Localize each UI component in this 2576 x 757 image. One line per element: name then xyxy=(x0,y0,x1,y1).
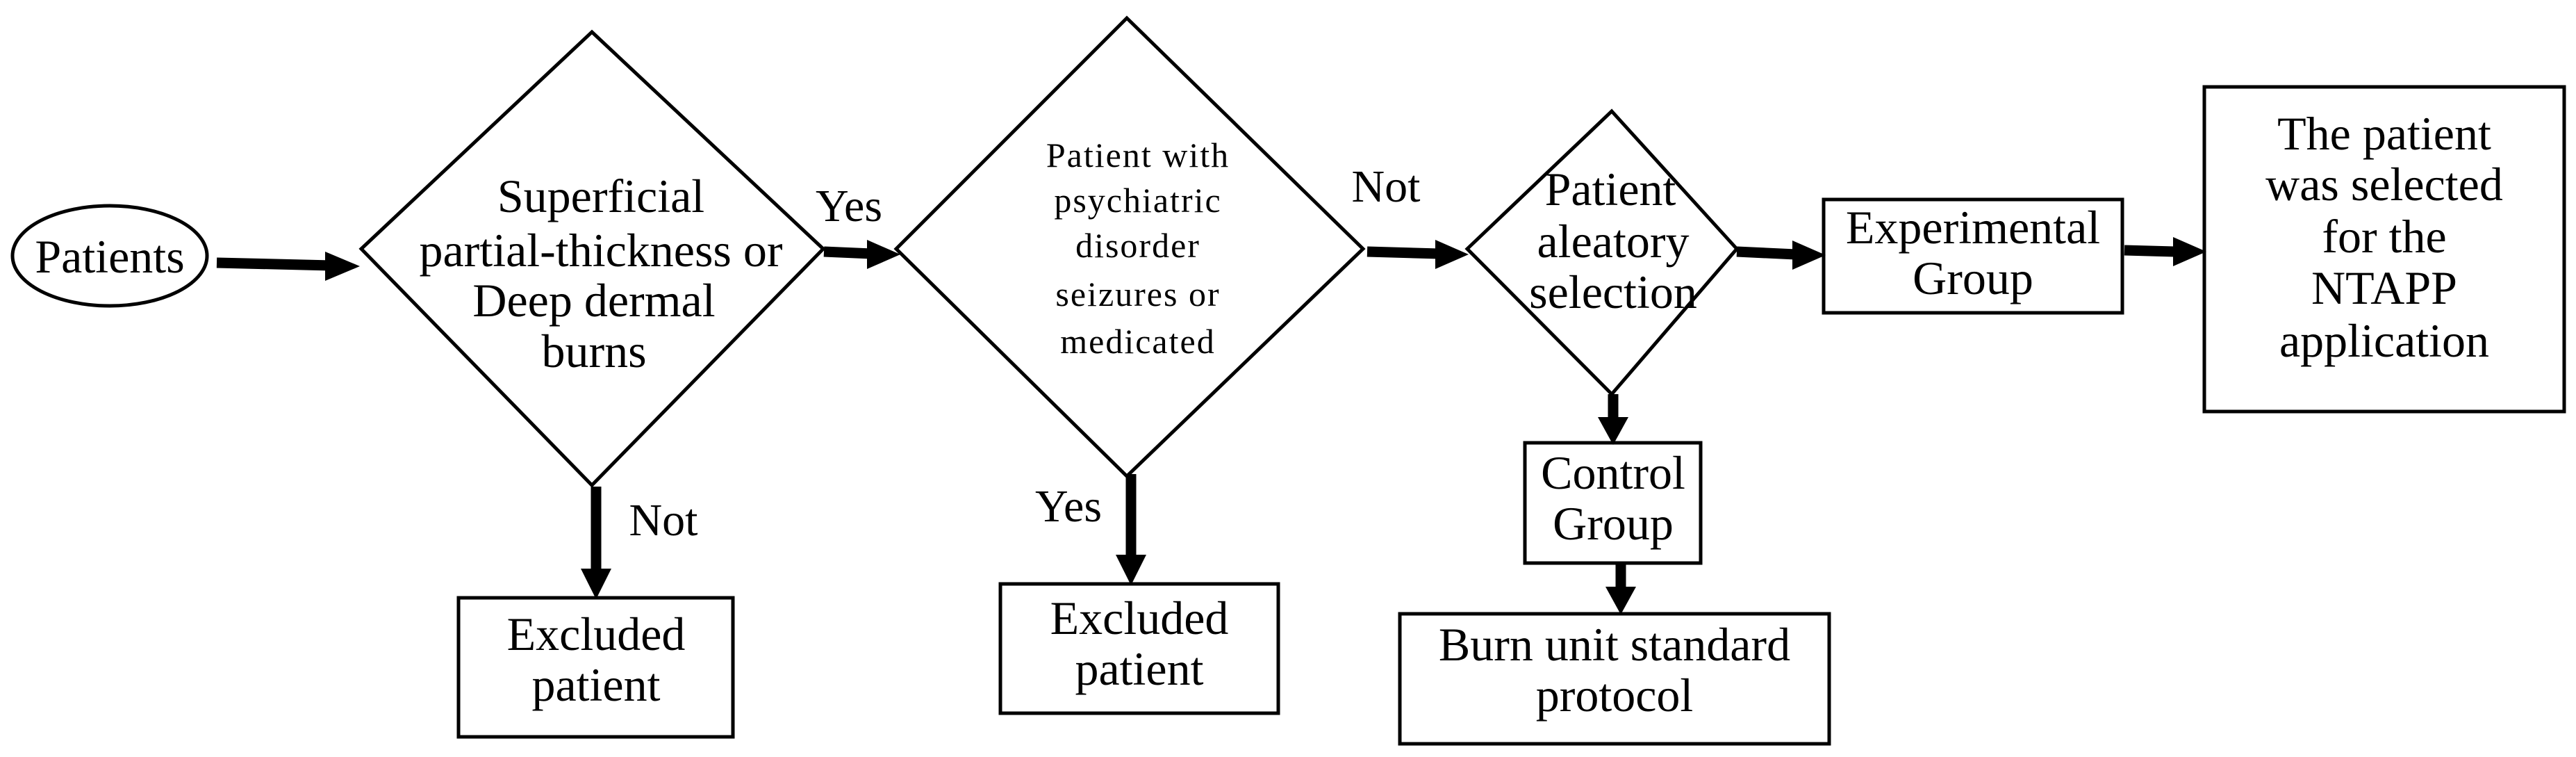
arrow-random-to-experimental xyxy=(1736,241,1826,270)
edge-label-psychiatric-yes: Yes xyxy=(1035,481,1102,532)
experimental-group-line-1: Experimental xyxy=(1846,201,2100,254)
excluded-patient-2-box xyxy=(998,582,1280,715)
arrow-control-to-protocol xyxy=(1605,563,1636,614)
ntapp-selected-box xyxy=(2202,85,2566,414)
ntapp-selected-label: The patient was selected for the NTAPP a… xyxy=(2265,107,2503,367)
excluded-patient-1-box xyxy=(456,596,735,739)
excluded-patient-1-label: Excluded patient xyxy=(507,608,686,711)
arrow-burns-yes-to-psychiatric xyxy=(823,240,900,269)
edge-label-burns-yes: Yes xyxy=(816,181,882,231)
decision-psychiatric-line-5: medicated xyxy=(1060,322,1215,361)
control-group-label: Control Group xyxy=(1541,446,1685,550)
decision-burn-type-node xyxy=(358,29,826,488)
excluded-1-line-2: patient xyxy=(531,658,660,711)
burn-unit-protocol-box xyxy=(1398,612,1831,746)
experimental-group-box xyxy=(1822,197,2124,315)
burn-unit-protocol-label: Burn unit standard protocol xyxy=(1439,618,1790,722)
arrow-random-to-control xyxy=(1598,394,1628,445)
decision-random-line-2: aleatory xyxy=(1537,215,1690,268)
decision-burn-type-label: Superficial partial-thickness or Deep de… xyxy=(419,170,782,377)
ntapp-line-2: was selected xyxy=(2265,158,2503,211)
decision-random-selection-label: Patient aleatory selection xyxy=(1529,163,1697,318)
decision-psychiatric-line-2: psychiatric xyxy=(1054,181,1221,220)
experimental-group-label: Experimental Group xyxy=(1846,201,2100,304)
decision-burn-type-line-1: Superficial xyxy=(497,170,704,222)
start-patients-node xyxy=(10,204,209,308)
excluded-2-line-2: patient xyxy=(1075,642,1203,695)
ntapp-line-4: NTAPP xyxy=(2311,261,2457,314)
decision-random-line-1: Patient xyxy=(1545,163,1676,215)
edge-label-burns-not: Not xyxy=(629,495,698,546)
edge-label-psychiatric-not: Not xyxy=(1352,161,1421,212)
arrow-burns-not-to-excluded xyxy=(581,487,611,599)
excluded-2-line-1: Excluded xyxy=(1050,592,1229,644)
start-patients-label: Patients xyxy=(35,230,184,283)
burn-unit-protocol-line-1: Burn unit standard xyxy=(1439,618,1790,671)
decision-burn-type-line-2: partial-thickness or xyxy=(419,224,782,277)
decision-random-line-3: selection xyxy=(1529,266,1697,318)
excluded-patient-2-label: Excluded patient xyxy=(1050,592,1229,695)
burn-unit-protocol-line-2: protocol xyxy=(1536,669,1694,722)
decision-psychiatric-line-1: Patient with xyxy=(1046,136,1230,174)
control-group-line-1: Control xyxy=(1541,446,1685,499)
experimental-group-line-2: Group xyxy=(1913,252,2033,304)
control-group-line-2: Group xyxy=(1553,497,1674,550)
arrow-psychiatric-not-to-random xyxy=(1367,240,1469,269)
arrow-patients-to-burns xyxy=(216,252,360,281)
excluded-1-line-1: Excluded xyxy=(507,608,686,660)
decision-psychiatric-line-3: disorder xyxy=(1075,226,1200,265)
decision-psychiatric-label: Patient with psychiatric disorder seizur… xyxy=(1046,136,1230,361)
decision-burn-type-line-4: burns xyxy=(541,325,646,377)
ntapp-line-3: for the xyxy=(2322,210,2446,263)
arrow-psychiatric-yes-to-excluded xyxy=(1116,474,1146,585)
arrow-experimental-to-ntapp xyxy=(2124,237,2206,266)
ntapp-line-1: The patient xyxy=(2277,107,2491,160)
decision-psychiatric-line-4: seizures or xyxy=(1055,275,1220,314)
decision-burn-type-line-3: Deep dermal xyxy=(472,274,715,327)
ntapp-line-5: application xyxy=(2279,314,2489,367)
